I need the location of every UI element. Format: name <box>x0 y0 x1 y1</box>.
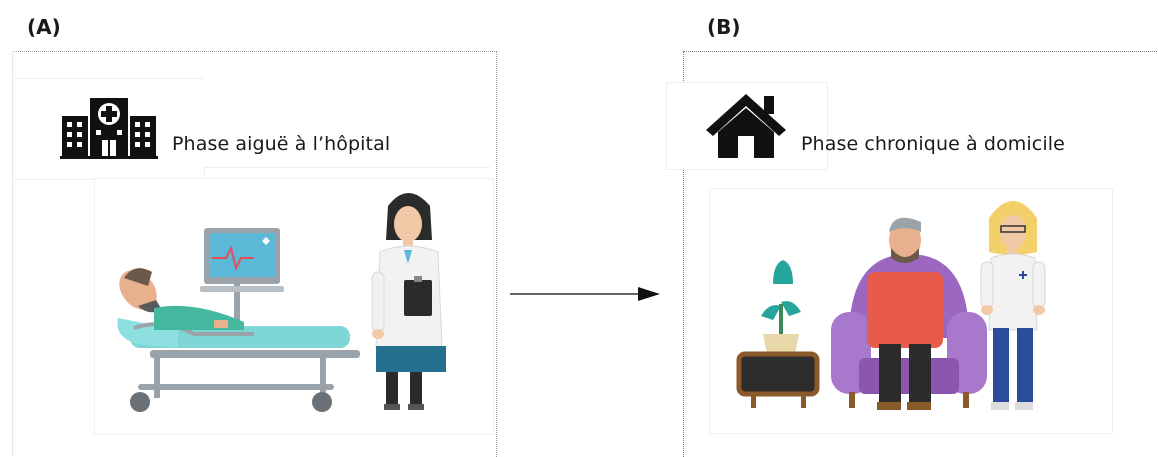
panel-b-frame <box>683 51 1158 457</box>
home-scene-illustration <box>736 201 1046 410</box>
hospital-scene-illustration <box>117 193 446 412</box>
panel-a-frame <box>12 51 497 457</box>
side-table-with-plant <box>736 260 820 408</box>
patient <box>119 268 244 330</box>
transition-arrow <box>510 287 660 301</box>
hospital-bed <box>117 318 360 412</box>
nurse <box>980 201 1046 410</box>
panel-a-title: Phase aiguë à l’hôpital <box>172 133 391 155</box>
panel-b-title: Phase chronique à domicile <box>801 133 1065 155</box>
doctor <box>371 193 446 410</box>
elderly-man <box>867 217 943 410</box>
hospital-icon <box>60 98 158 159</box>
heart-monitor <box>200 228 284 322</box>
panel-a-label: (A) <box>27 15 61 39</box>
panel-b-label: (B) <box>707 15 741 39</box>
house-icon <box>706 94 786 158</box>
